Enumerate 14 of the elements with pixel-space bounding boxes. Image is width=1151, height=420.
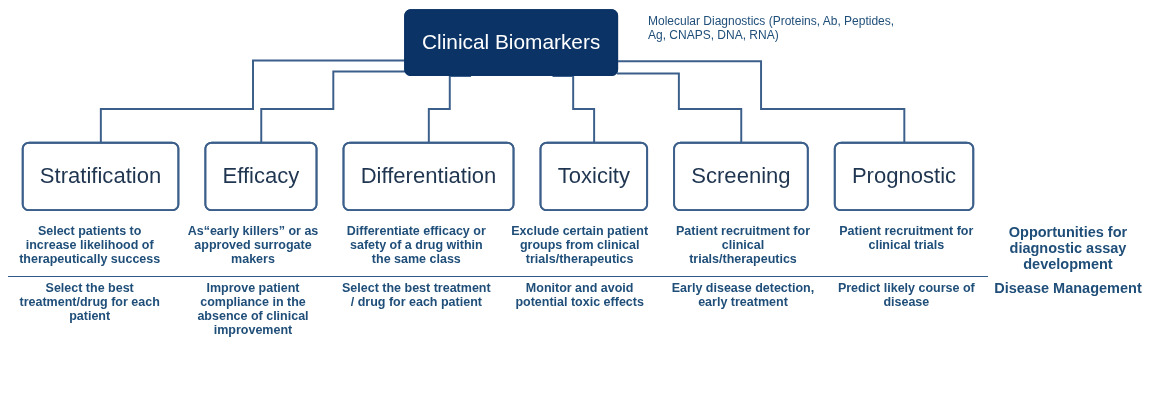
description-text: Select the best treatment/drug for each patient — [19, 281, 160, 323]
row-heading: Disease Management — [994, 280, 1142, 296]
description-text: As“early killers” or as approved surrogate makers — [187, 224, 319, 266]
row-heading: Opportunities for diagnostic assay development — [1008, 224, 1128, 272]
description-text: Monitor and avoid potential toxic effects — [515, 281, 644, 309]
description-text: Early disease detection, early treatment — [671, 281, 815, 309]
description-text: Differentiate efficacy or safety of a drug within the same class — [346, 224, 486, 266]
description-text: Select the best treatment / drug for each patient — [342, 281, 491, 309]
description-text: Patient recruitment for clinical trials/therapeutics — [675, 224, 810, 266]
description-text: Predict likely course of disease — [837, 281, 975, 309]
description-text: Exclude certain patient groups from clinical trials/therapeutics — [511, 224, 649, 266]
description-text: Improve patient compliance in the absence of clinical improvement — [197, 281, 309, 337]
description-text: Select patients to increase likelihood of therapeutically success — [19, 224, 161, 266]
description-text: Patient recruitment for clinical trials — [839, 224, 974, 252]
